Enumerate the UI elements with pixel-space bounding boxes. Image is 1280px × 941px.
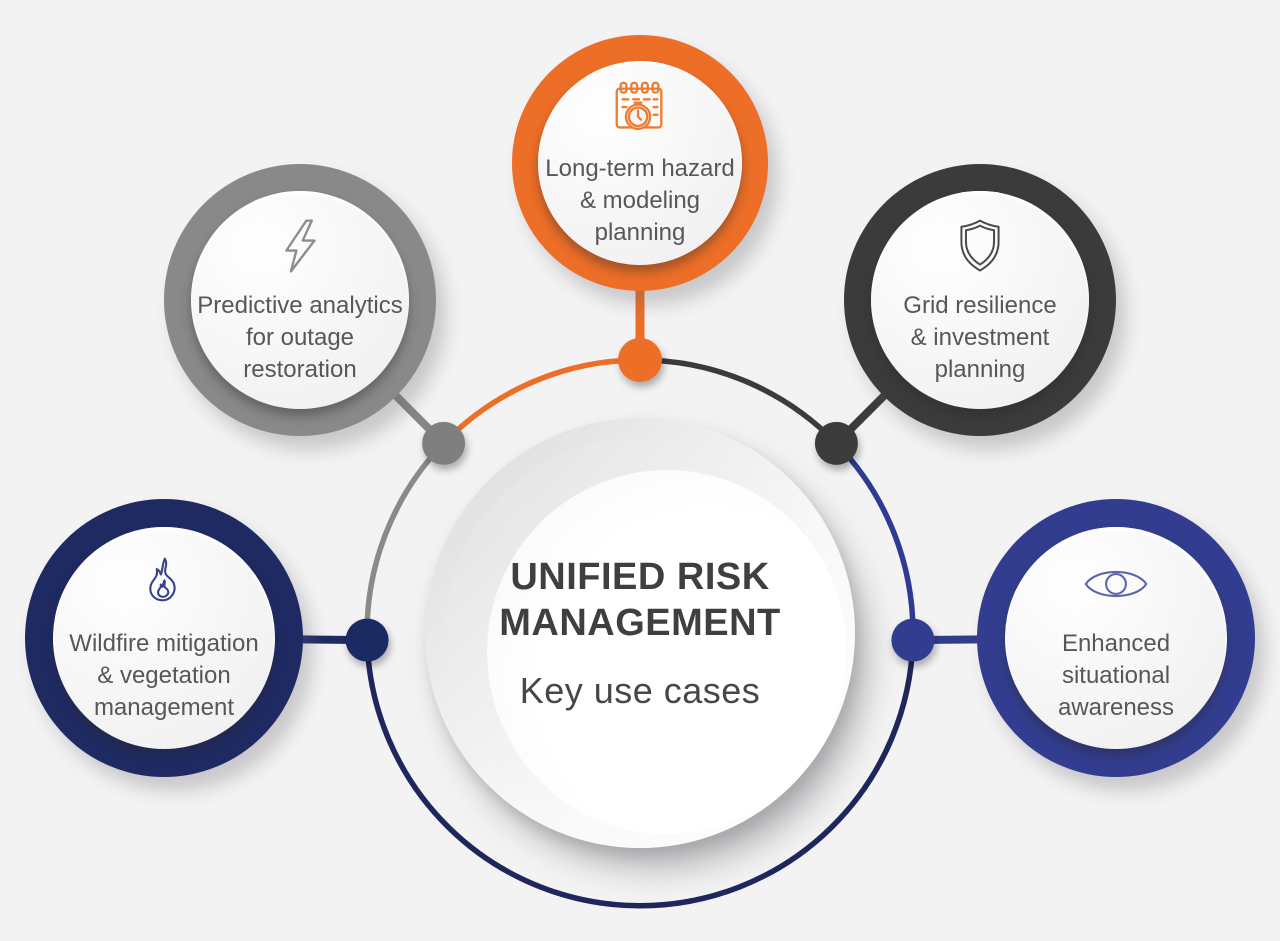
use-case-circle-grid-resilience: Grid resilience & investment planning [844,164,1116,436]
use-case-inner-predictive-analytics: Predictive analytics for outage restorat… [191,191,409,409]
lightning-bolt-icon [285,219,316,274]
node-wildfire-mitigation [345,618,389,662]
node-predictive-analytics [422,421,466,465]
use-case-inner-situational-awareness: Enhanced situational awareness [1005,527,1227,749]
ring-arc-indigo [834,441,916,641]
ring-arc-orange [441,357,641,446]
use-case-circle-predictive-analytics: Predictive analytics for outage restorat… [164,164,436,436]
diagram-subtitle: Key use cases [519,670,761,712]
calendar-stopwatch-icon [615,82,663,131]
use-case-label-long-term-hazard: Long-term hazard & modeling planning [545,155,735,246]
use-case-label-grid-resilience: Grid resilience & investment planning [903,292,1057,383]
use-case-label-situational-awareness: Enhanced situational awareness [1057,630,1175,721]
icon-box [951,214,1009,278]
ring-nodes [345,338,935,662]
icon-box [1082,552,1150,616]
node-situational-awareness [891,618,935,662]
diagram-title: UNIFIED RISK MANAGEMENT [499,555,781,644]
ring-arc-navy [364,640,916,909]
node-grid-resilience [814,421,858,465]
use-case-inner-long-term-hazard: Long-term hazard & modeling planning [538,61,742,265]
use-case-circle-long-term-hazard: Long-term hazard & modeling planning [512,35,768,291]
flame-icon [149,558,176,602]
icon-box [135,552,193,616]
use-case-inner-grid-resilience: Grid resilience & investment planning [871,191,1089,409]
icon-box [609,77,671,141]
icon-box [271,214,329,278]
center-hub-circle: UNIFIED RISK MANAGEMENT Key use cases [425,418,855,848]
use-case-circle-situational-awareness: Enhanced situational awareness [977,499,1255,777]
shield-icon [960,220,1000,272]
center-text-group: UNIFIED RISK MANAGEMENT Key use cases [425,418,855,848]
ring-arc-charcoal [639,357,839,446]
use-case-label-predictive-analytics: Predictive analytics for outage restorat… [197,292,403,383]
eye-icon [1084,571,1148,598]
ring-arc-gray [364,441,446,641]
use-case-label-wildfire-mitigation: Wildfire mitigation & vegetation managem… [69,630,259,721]
use-case-circle-wildfire-mitigation: Wildfire mitigation & vegetation managem… [25,499,303,777]
use-case-inner-wildfire-mitigation: Wildfire mitigation & vegetation managem… [53,527,275,749]
node-long-term-hazard [618,338,662,382]
ring-arcs [364,357,916,909]
